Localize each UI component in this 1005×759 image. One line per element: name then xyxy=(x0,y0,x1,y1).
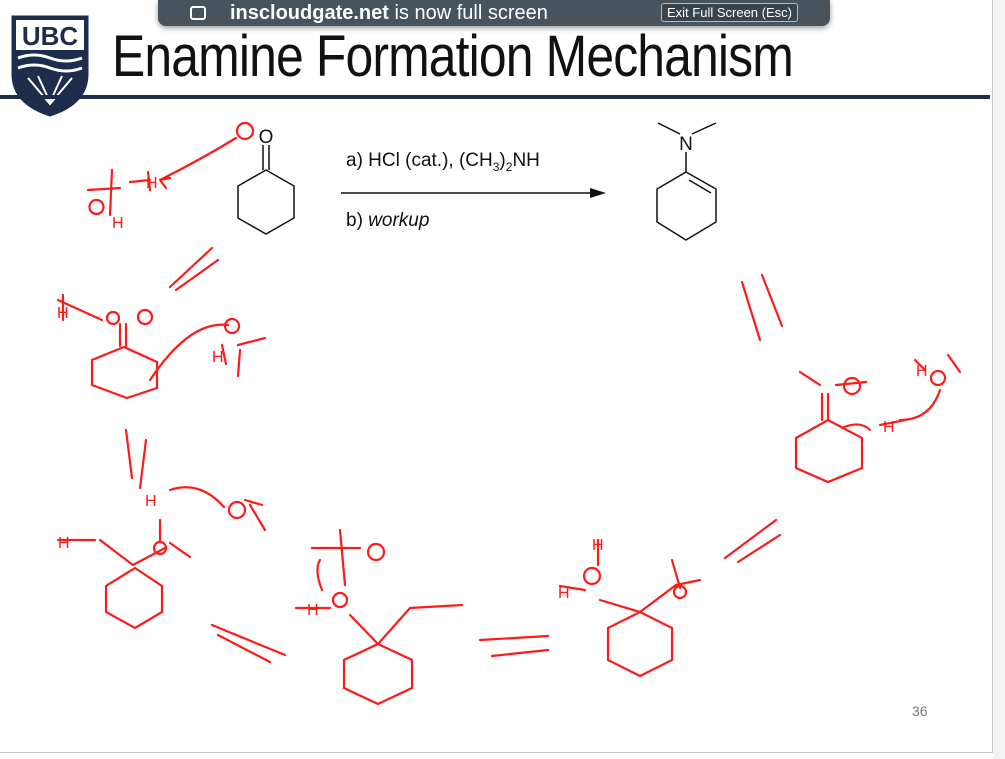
svg-text:H: H xyxy=(916,363,928,380)
svg-text:H: H xyxy=(883,419,895,436)
exit-fullscreen-button[interactable]: Exit Full Screen (Esc) xyxy=(661,3,798,22)
nitrogen-label: N xyxy=(679,134,693,155)
reaction-scheme: O N xyxy=(56,121,962,706)
slide-title: Enamine Formation Mechanism xyxy=(112,24,794,89)
svg-text:H: H xyxy=(57,305,69,322)
arrow-head xyxy=(590,188,606,198)
svg-text:H: H xyxy=(212,349,224,366)
fullscreen-notification: inscloudgate.net is now full screen Exit… xyxy=(158,0,830,26)
handwritten-labels: H H H H H H H H H H H xyxy=(57,175,928,619)
handwritten-annotations xyxy=(56,121,962,706)
condition-a: a) HCl (cat.), (CH3)2NH xyxy=(346,150,540,174)
svg-text:H: H xyxy=(592,537,604,554)
title-divider xyxy=(0,95,990,99)
cyclohexanone xyxy=(237,145,295,235)
svg-text:UBC: UBC xyxy=(22,21,79,51)
svg-text:H: H xyxy=(112,215,124,232)
svg-text:H: H xyxy=(307,602,319,619)
window-edge xyxy=(993,0,1005,759)
svg-text:H: H xyxy=(58,535,70,552)
page-number: 36 xyxy=(912,703,928,719)
condition-b: b) workup xyxy=(346,210,430,231)
oxygen-label: O xyxy=(259,127,274,148)
svg-text:H: H xyxy=(558,585,570,602)
svg-text:H: H xyxy=(146,175,158,192)
lock-icon xyxy=(190,6,206,20)
svg-text:H: H xyxy=(145,493,157,510)
enamine-product xyxy=(656,122,717,241)
fullscreen-message: inscloudgate.net is now full screen xyxy=(230,2,548,24)
